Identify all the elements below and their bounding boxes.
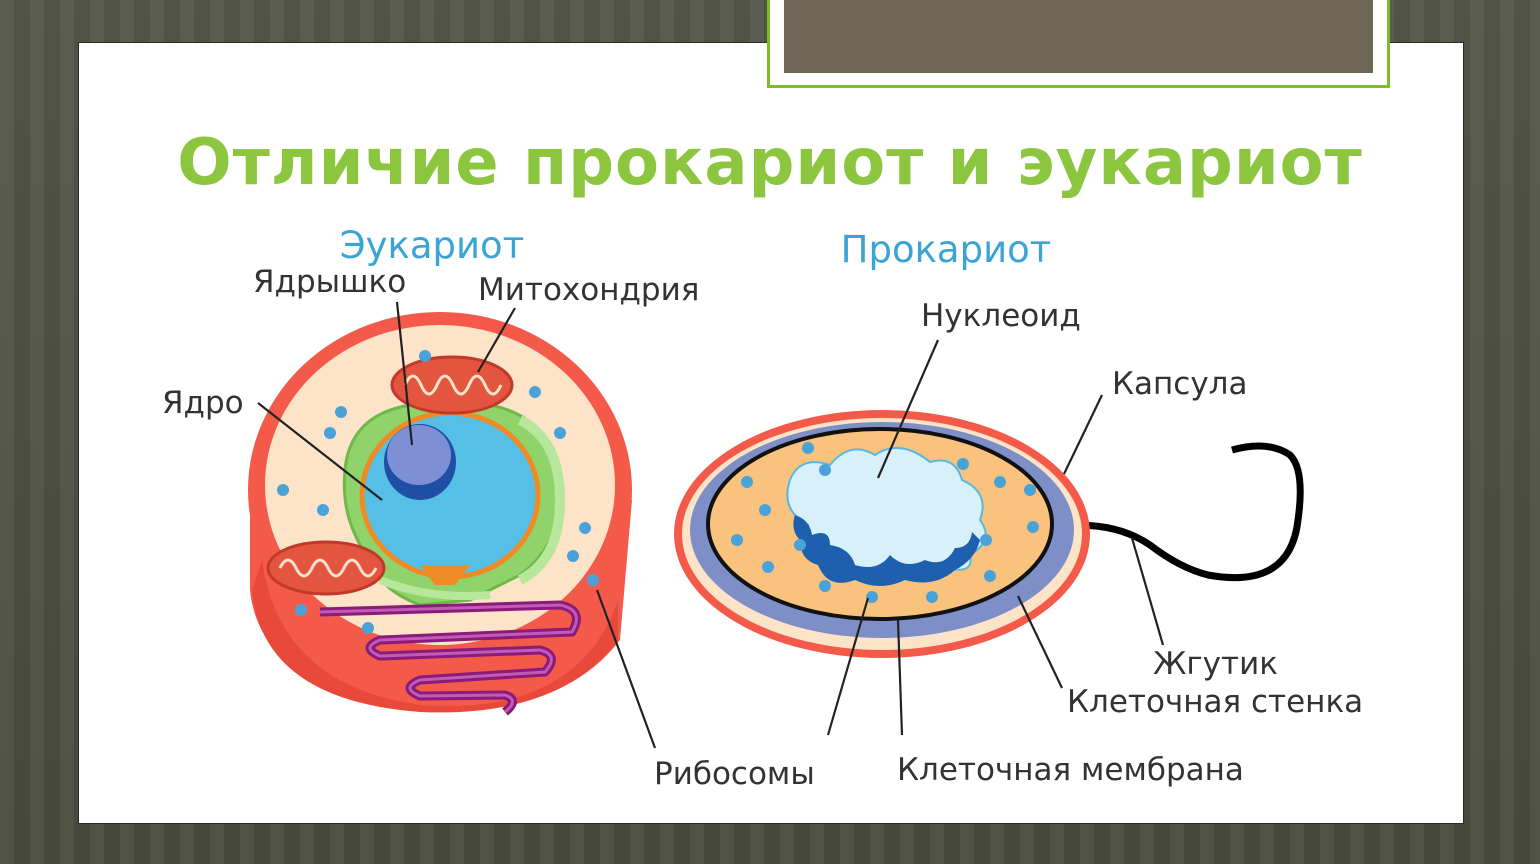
label-ribosomes: Рибосомы [654,756,815,792]
eukaryote-ribosomes [277,350,599,634]
nucleus-shape [359,410,541,580]
label-nucleus: Ядро [162,385,244,421]
label-cell-membrane: Клеточная мембрана [897,752,1244,788]
mitochondrion-top [390,355,514,415]
prokaryote-heading: Прокариот [841,228,1052,271]
eukaryote-cell [248,312,632,716]
label-flagellum: Жгутик [1153,646,1278,682]
prokaryote-leader-lines [826,339,1165,736]
prokaryote-ribosomes [731,442,1039,603]
title-placeholder-fill [784,0,1373,73]
label-cell-wall: Клеточная стенка [1067,684,1363,720]
prokaryote-cell [674,410,1304,658]
slide-title: Отличие прокариот и эукариот [177,126,1363,200]
label-capsule: Капсула [1112,366,1247,402]
label-nucleolus: Ядрышко [253,264,406,300]
label-mitochondria: Митохондрия [478,272,699,308]
title-placeholder-box [767,0,1390,88]
flagellum-shape [1047,442,1304,582]
mitochondrion-left [266,540,386,596]
eukaryote-leader-lines [257,301,657,749]
label-nucleoid: Нуклеоид [921,298,1081,334]
eukaryote-heading: Эукариот [340,224,524,267]
